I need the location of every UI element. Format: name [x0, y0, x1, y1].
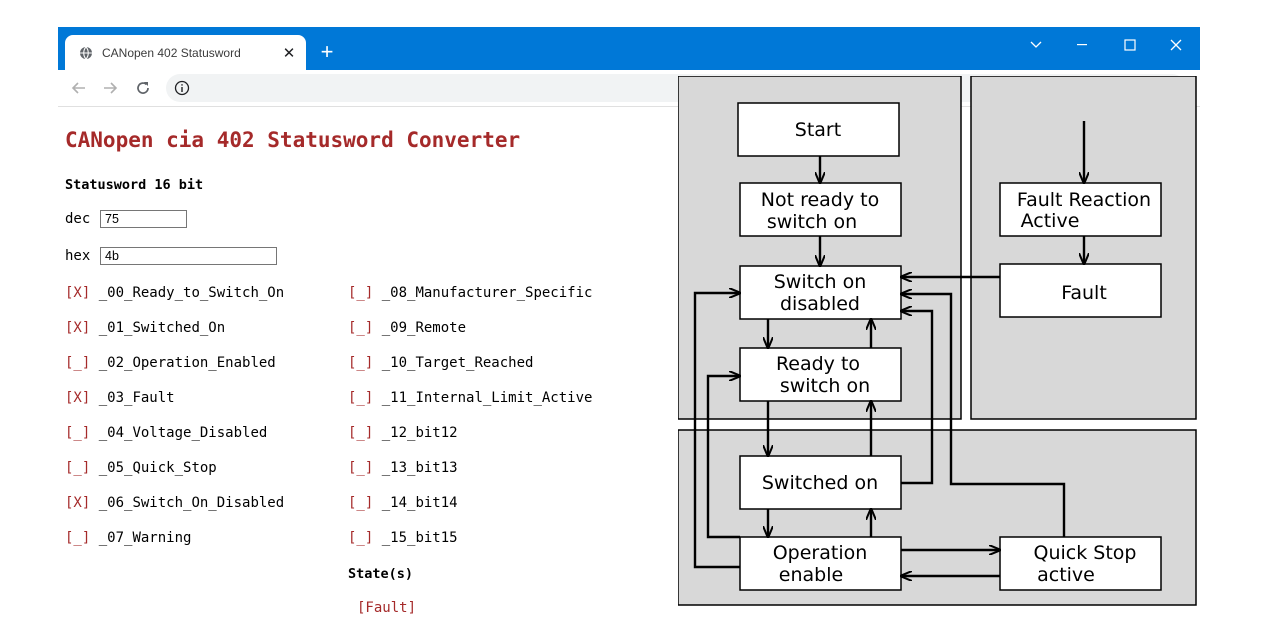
bit-check: [_]	[348, 495, 374, 511]
bit-label: _03_Fault	[98, 390, 175, 406]
minimize-icon[interactable]	[1059, 33, 1105, 57]
label-sod-1: Switch on	[774, 271, 867, 293]
bit-check: [_]	[348, 425, 374, 441]
bit-label: _04_Voltage_Disabled	[98, 425, 268, 441]
bit-check: [_]	[65, 355, 91, 371]
hex-label: hex	[65, 248, 91, 264]
bit-label: _15_bit15	[381, 530, 458, 546]
bit-11[interactable]: [_] _11_Internal_Limit_Active	[348, 390, 592, 406]
bit-check: [_]	[348, 460, 374, 476]
hex-input[interactable]	[100, 247, 277, 265]
bit-13[interactable]: [_] _13_bit13	[348, 460, 458, 476]
state-fault	[999, 263, 1162, 318]
label-operation-2: enable	[779, 564, 843, 586]
tab-title: CANopen 402 Statusword	[102, 45, 241, 60]
bit-label: _12_bit12	[381, 425, 458, 441]
bit-check: [X]	[65, 320, 91, 336]
bit-00[interactable]: [X] _00_Ready_to_Switch_On	[65, 285, 284, 301]
state-switch-on-disabled	[739, 265, 902, 320]
bit-09[interactable]: [_] _09_Remote	[348, 320, 466, 336]
title-bar: CANopen 402 Statusword ✕ +	[58, 27, 1200, 70]
forward-arrow-icon[interactable]	[100, 78, 120, 98]
bit-label: _01_Switched_On	[98, 320, 226, 336]
bit-check: [_]	[348, 390, 374, 406]
bit-check: [_]	[348, 320, 374, 336]
state-start	[737, 102, 900, 157]
dec-label: dec	[65, 211, 91, 227]
label-quick-stop-2: active	[1037, 564, 1095, 586]
window-close-icon[interactable]	[1153, 33, 1199, 57]
bit-label: _00_Ready_to_Switch_On	[98, 285, 285, 301]
bit-check: [X]	[65, 285, 91, 301]
state-machine-diagram: Start Not ready to switch on Switch on d…	[678, 76, 1197, 606]
label-not-ready-2: switch on	[767, 211, 857, 233]
page-content: CANopen cia 402 Statusword Converter Sta…	[58, 76, 1200, 640]
bit-02[interactable]: [_] _02_Operation_Enabled	[65, 355, 276, 371]
back-arrow-icon[interactable]	[69, 78, 89, 98]
info-icon[interactable]	[174, 80, 190, 96]
bit-label: _11_Internal_Limit_Active	[381, 390, 593, 406]
label-not-ready-1: Not ready to	[761, 189, 879, 211]
state-switched-on	[739, 455, 902, 510]
bit-check: [_]	[348, 355, 374, 371]
bit-check: [_]	[65, 425, 91, 441]
bit-03[interactable]: [X] _03_Fault	[65, 390, 175, 406]
bit-check: [_]	[65, 460, 91, 476]
state-fault-reaction	[999, 182, 1162, 237]
transition-arrows	[693, 121, 1084, 576]
browser-window: CANopen 402 Statusword ✕ +	[58, 27, 1200, 640]
bit-check: [X]	[65, 390, 91, 406]
page-title: CANopen cia 402 Statusword Converter	[65, 128, 521, 152]
label-ready-1: Ready to	[776, 353, 860, 375]
bit-01[interactable]: [X] _01_Switched_On	[65, 320, 225, 336]
bit-check: [_]	[65, 530, 91, 546]
label-ready-2: switch on	[780, 375, 870, 397]
bit-06[interactable]: [X] _06_Switch_On_Disabled	[65, 495, 284, 511]
label-quick-stop-1: Quick Stop	[1034, 542, 1137, 564]
tab-search-icon[interactable]	[1013, 33, 1059, 57]
bit-label: _13_bit13	[381, 460, 458, 476]
globe-icon	[79, 46, 93, 60]
bit-12[interactable]: [_] _12_bit12	[348, 425, 458, 441]
bit-label: _09_Remote	[381, 320, 467, 336]
bit-label: _08_Manufacturer_Specific	[381, 285, 593, 301]
bit-15[interactable]: [_] _15_bit15	[348, 530, 458, 546]
label-sod-2: disabled	[780, 293, 860, 315]
bit-08[interactable]: [_] _08_Manufacturer_Specific	[348, 285, 592, 301]
bit-label: _05_Quick_Stop	[98, 460, 217, 476]
label-switched-on: Switched on	[762, 472, 878, 494]
new-tab-button[interactable]: +	[320, 39, 334, 64]
reload-icon[interactable]	[133, 78, 153, 98]
state-value: [Fault]	[357, 600, 417, 616]
maximize-icon[interactable]	[1107, 33, 1153, 57]
label-start: Start	[795, 119, 841, 141]
bit-label: _10_Target_Reached	[381, 355, 534, 371]
state-operation-enable	[739, 536, 902, 591]
statusword-label: Statusword 16 bit	[65, 177, 204, 193]
state-ready-to-switch-on	[739, 347, 902, 402]
bit-label: _14_bit14	[381, 495, 458, 511]
bit-label: _07_Warning	[98, 530, 192, 546]
bit-check: [X]	[65, 495, 91, 511]
bit-14[interactable]: [_] _14_bit14	[348, 495, 458, 511]
label-fault: Fault	[1061, 282, 1107, 304]
bit-10[interactable]: [_] _10_Target_Reached	[348, 355, 533, 371]
bit-label: _06_Switch_On_Disabled	[98, 495, 285, 511]
bit-check: [_]	[348, 530, 374, 546]
label-operation-1: Operation	[773, 542, 868, 564]
label-fault-reaction-2: Active	[1021, 210, 1080, 232]
label-fault-reaction-1: Fault Reaction	[1017, 189, 1151, 211]
bit-04[interactable]: [_] _04_Voltage_Disabled	[65, 425, 267, 441]
bit-07[interactable]: [_] _07_Warning	[65, 530, 191, 546]
dec-input[interactable]	[100, 210, 187, 228]
browser-tab[interactable]: CANopen 402 Statusword ✕	[65, 35, 306, 70]
states-label: State(s)	[348, 566, 414, 582]
bit-check: [_]	[348, 285, 374, 301]
tab-close-icon[interactable]: ✕	[282, 44, 296, 62]
bit-05[interactable]: [_] _05_Quick_Stop	[65, 460, 217, 476]
state-quick-stop	[999, 536, 1162, 591]
bit-label: _02_Operation_Enabled	[98, 355, 276, 371]
